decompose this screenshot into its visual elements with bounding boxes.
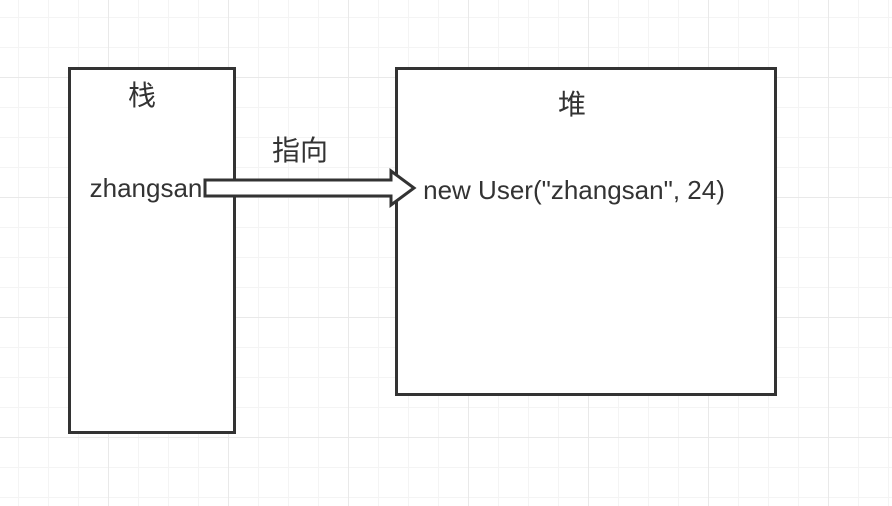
stack-box-title: 栈 — [127, 80, 157, 111]
heap-object-text: new User("zhangsan", 24) — [423, 175, 725, 205]
heap-box — [395, 67, 777, 396]
stack-box — [68, 67, 236, 434]
stack-variable-text: zhangsan — [89, 173, 203, 203]
pointer-arrow-label: 指向 — [271, 135, 329, 166]
pointer-arrow — [203, 168, 417, 208]
heap-box-title: 堆 — [557, 89, 587, 120]
pointer-arrow-shape — [203, 168, 417, 208]
